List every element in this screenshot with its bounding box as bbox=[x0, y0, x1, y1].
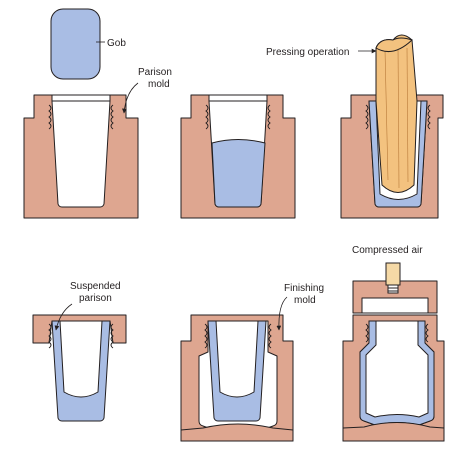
label-finishing-mold-1: Finishing bbox=[284, 283, 324, 294]
air-nozzle bbox=[385, 262, 401, 286]
neck-thread-left bbox=[48, 104, 52, 130]
finishing-mold-leader bbox=[276, 296, 288, 331]
neck-thread-right-4 bbox=[110, 323, 114, 349]
label-compressed-air: Compressed air bbox=[352, 245, 423, 256]
neck-ring-2 bbox=[208, 94, 268, 102]
neck-thread-right-6 bbox=[425, 323, 429, 343]
stage-5-finishing-mold: Finishing mold bbox=[180, 283, 324, 442]
finishing-mold-bottom bbox=[180, 423, 294, 442]
blown-container bbox=[359, 320, 435, 426]
neck-thread-right-2 bbox=[267, 104, 271, 130]
neck-thread-left-5 bbox=[204, 323, 208, 349]
parison-mold-body bbox=[23, 94, 139, 219]
finishing-mold-body bbox=[180, 314, 294, 442]
neck-thread-left-4 bbox=[48, 323, 52, 349]
label-parison-mold-2: mold bbox=[148, 79, 170, 90]
stage-1-gob-and-parison-mold: Gob Parison mold bbox=[23, 8, 172, 219]
label-gob: Gob bbox=[107, 38, 126, 49]
label-finishing-mold-2: mold bbox=[294, 295, 316, 306]
neck-thread-left-6 bbox=[365, 323, 369, 343]
stage-2-gob-in-mold bbox=[180, 94, 296, 219]
plunger-highlight-2 bbox=[397, 44, 400, 189]
neck-thread-right-5 bbox=[268, 323, 272, 349]
air-nozzle-ribs bbox=[388, 287, 398, 292]
stage-6-blowing: Compressed air bbox=[342, 245, 445, 442]
plunger-highlight-3 bbox=[406, 47, 409, 183]
label-suspended-parison-1: Suspended bbox=[70, 281, 121, 292]
gob-in-mold bbox=[211, 139, 266, 208]
stage-4-suspended-parison: Suspended parison bbox=[32, 281, 127, 422]
plunger-top bbox=[375, 37, 413, 53]
pressed-parison bbox=[368, 100, 428, 208]
suspended-parison-leader bbox=[54, 303, 73, 331]
plunger-highlight-1 bbox=[384, 49, 389, 181]
label-parison-mold-1: Parison bbox=[138, 67, 172, 78]
parison-in-finishing-mold bbox=[207, 320, 267, 422]
parison-mold-leader bbox=[122, 82, 139, 114]
plunger bbox=[375, 34, 418, 193]
neck-thread-left-3 bbox=[365, 104, 369, 130]
blow-head-cavity bbox=[361, 297, 429, 314]
label-pressing-operation: Pressing operation bbox=[266, 47, 349, 58]
stage-3-pressing: Pressing operation bbox=[266, 34, 444, 219]
neck-thread-right-3 bbox=[427, 104, 431, 130]
air-nozzle-ring bbox=[387, 284, 399, 294]
neck-thread-left-2 bbox=[205, 104, 209, 130]
gob bbox=[50, 8, 101, 80]
suspended-parison bbox=[51, 320, 111, 422]
parison-mold-neck-ring bbox=[51, 94, 111, 102]
blow-mold-bottom bbox=[342, 422, 445, 442]
label-suspended-parison-2: parison bbox=[79, 293, 112, 304]
neck-thread-right bbox=[110, 104, 114, 130]
